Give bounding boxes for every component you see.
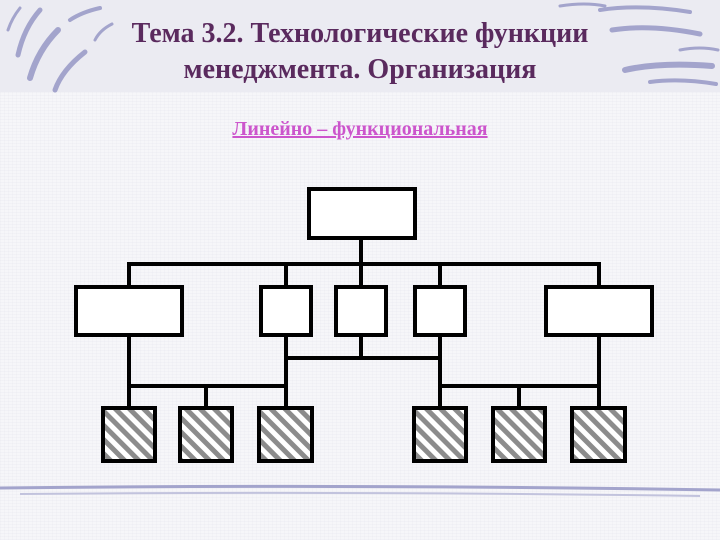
box-executor-6	[572, 408, 625, 461]
box-top-manager	[309, 189, 415, 238]
box-executor-1	[103, 408, 155, 461]
box-functional-unit-2	[336, 287, 386, 335]
box-executor-3	[259, 408, 312, 461]
box-executor-5	[493, 408, 545, 461]
rule-stroke	[20, 493, 700, 496]
rule-stroke	[0, 486, 720, 490]
box-executor-2	[180, 408, 232, 461]
box-functional-unit-1	[261, 287, 311, 335]
box-executor-4	[414, 408, 466, 461]
bottom-decorative-rule	[0, 480, 720, 510]
box-line-manager-left	[76, 287, 182, 335]
box-functional-unit-3	[415, 287, 465, 335]
box-line-manager-right	[546, 287, 652, 335]
